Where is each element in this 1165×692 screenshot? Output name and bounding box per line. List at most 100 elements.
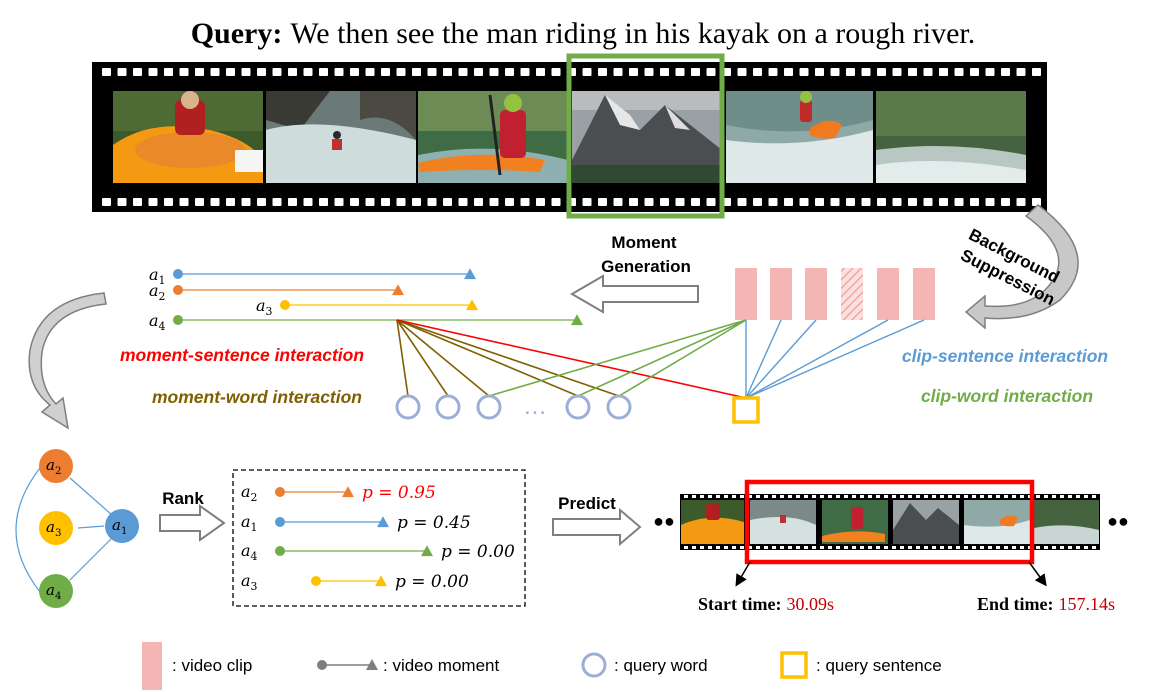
legend-moment-icon xyxy=(317,659,378,670)
video-frame-6 xyxy=(876,91,1026,183)
legend: : video clip : video moment : query word… xyxy=(142,642,942,690)
legend-moment-label: : video moment xyxy=(383,656,499,675)
word-ellipsis: … xyxy=(523,393,547,420)
predict-label: Predict xyxy=(558,494,616,513)
graph-node-a3: a3 xyxy=(39,511,73,545)
predict-arrow xyxy=(552,507,642,547)
interaction-lines xyxy=(396,319,925,399)
query-sentence-node xyxy=(732,396,760,424)
ranking-label-a2: a2 xyxy=(241,482,257,504)
legend-clip-icon xyxy=(142,642,162,690)
sequence-dots-left: ●● xyxy=(653,511,675,531)
graph-node-a4: a4 xyxy=(39,574,73,608)
video-clip-4 xyxy=(841,268,863,320)
video-clip-1 xyxy=(735,268,757,320)
video-clip-5 xyxy=(877,268,899,320)
moment-word-interaction-label: moment-word interaction xyxy=(152,387,362,407)
moment-a2: a2 xyxy=(149,281,404,303)
video-frame-5 xyxy=(726,91,873,183)
video-clip-6 xyxy=(913,268,935,320)
start-time-value: 30.09s xyxy=(786,594,834,614)
moment-label-a4: a4 xyxy=(149,311,166,333)
graph-curved-arrow xyxy=(28,292,107,430)
moment-a1: a1 xyxy=(149,265,476,287)
query-word-1 xyxy=(395,394,421,420)
ranking-label-a3: a3 xyxy=(241,571,258,593)
moment-label-a2: a2 xyxy=(149,281,165,303)
legend-sentence-icon xyxy=(780,651,808,679)
graph-edge-a3-a1 xyxy=(77,525,105,529)
sprocket-holes-top xyxy=(102,68,1041,76)
ranking-row-a1: a1 p = 0.45 xyxy=(241,512,471,534)
prediction-frame-6 xyxy=(1034,500,1099,544)
start-time-text: Start time:30.09s xyxy=(698,594,834,614)
graph-node-a1: a1 xyxy=(105,509,139,543)
prediction-frame-5 xyxy=(964,500,1030,544)
ranking-score-a1: p = 0.45 xyxy=(397,513,471,533)
rank-label: Rank xyxy=(162,489,204,508)
moment-generation-arrow xyxy=(570,274,699,314)
start-time-arrow xyxy=(735,561,751,587)
query-words xyxy=(395,394,632,420)
ranking-row-a3: a3 p = 0.00 xyxy=(241,571,469,593)
sequence-dots-right: ●● xyxy=(1107,511,1129,531)
clip-sentence-interaction-label: clip-sentence interaction xyxy=(902,346,1108,366)
prediction-frame-4 xyxy=(893,500,959,544)
legend-sentence-label: : query sentence xyxy=(816,656,942,675)
ranking-box xyxy=(232,469,526,607)
video-clip-2 xyxy=(770,268,792,320)
moment-a4: a4 xyxy=(149,311,583,333)
background-suppression-arrow xyxy=(964,204,1079,330)
legend-clip-label: : video clip xyxy=(172,656,252,675)
ranking-score-a2: p = 0.95 xyxy=(362,483,436,503)
ranking-label-a4: a4 xyxy=(241,541,258,563)
moment-generation-label-1: Moment xyxy=(611,233,677,252)
graph-node-label-a3: a3 xyxy=(46,518,61,539)
query-word-3 xyxy=(476,394,502,420)
moment-sentence-interaction-label: moment-sentence interaction xyxy=(120,345,364,365)
prediction-frame-2 xyxy=(750,500,816,544)
ranking-score-a4: p = 0.00 xyxy=(441,542,515,562)
video-frame-1 xyxy=(113,91,263,183)
query-word-5 xyxy=(606,394,632,420)
clip-bars xyxy=(735,268,935,320)
video-frame-4 xyxy=(572,91,722,183)
moment-label-a3: a3 xyxy=(256,296,273,318)
ranking-row-a2: a2 p = 0.95 xyxy=(241,482,436,504)
sprocket-holes-bottom xyxy=(102,198,1041,206)
end-time-arrow xyxy=(1028,561,1047,587)
moment-generation-label-2: Generation xyxy=(601,257,691,276)
video-frame-2 xyxy=(266,91,416,183)
query-text: We then see the man riding in his kayak … xyxy=(290,17,975,50)
prediction-frame-3 xyxy=(822,500,888,544)
graph-node-label-a1: a1 xyxy=(112,516,127,537)
graph-edge-a2-a4 xyxy=(15,467,41,593)
query-title: Query:We then see the man riding in his … xyxy=(191,17,976,50)
video-clip-3 xyxy=(805,268,827,320)
end-time-text: End time:157.14s xyxy=(977,594,1115,614)
rank-arrow xyxy=(159,504,226,542)
query-word-4 xyxy=(565,394,591,420)
prediction-frame-1 xyxy=(681,500,744,544)
end-time-value: 157.14s xyxy=(1058,594,1115,614)
ranking-score-a3: p = 0.00 xyxy=(395,572,469,592)
highlighted-frame-box xyxy=(566,53,725,219)
ranking-label-a1: a1 xyxy=(241,512,257,534)
graph-node-label-a4: a4 xyxy=(46,581,61,602)
moment-a3: a3 xyxy=(256,296,478,318)
ranking-row-a4: a4 p = 0.00 xyxy=(241,541,515,563)
graph-edge-a2-a1 xyxy=(69,477,113,516)
start-time-label: Start time: xyxy=(698,594,781,614)
graph-edge-a4-a1 xyxy=(69,537,113,581)
end-time-label: End time: xyxy=(977,594,1054,614)
graph-node-label-a2: a2 xyxy=(46,456,61,477)
clip-word-interaction-label: clip-word interaction xyxy=(921,386,1093,406)
legend-word-icon xyxy=(581,652,607,678)
graph-node-a2: a2 xyxy=(39,449,73,483)
legend-word-label: : query word xyxy=(614,656,708,675)
predicted-moment-box xyxy=(744,479,1035,565)
prediction-strip xyxy=(680,494,1100,550)
video-frame-3 xyxy=(418,91,568,183)
query-word-2 xyxy=(435,394,461,420)
moment-graph: a2 a3 a1 a4 xyxy=(15,449,139,608)
